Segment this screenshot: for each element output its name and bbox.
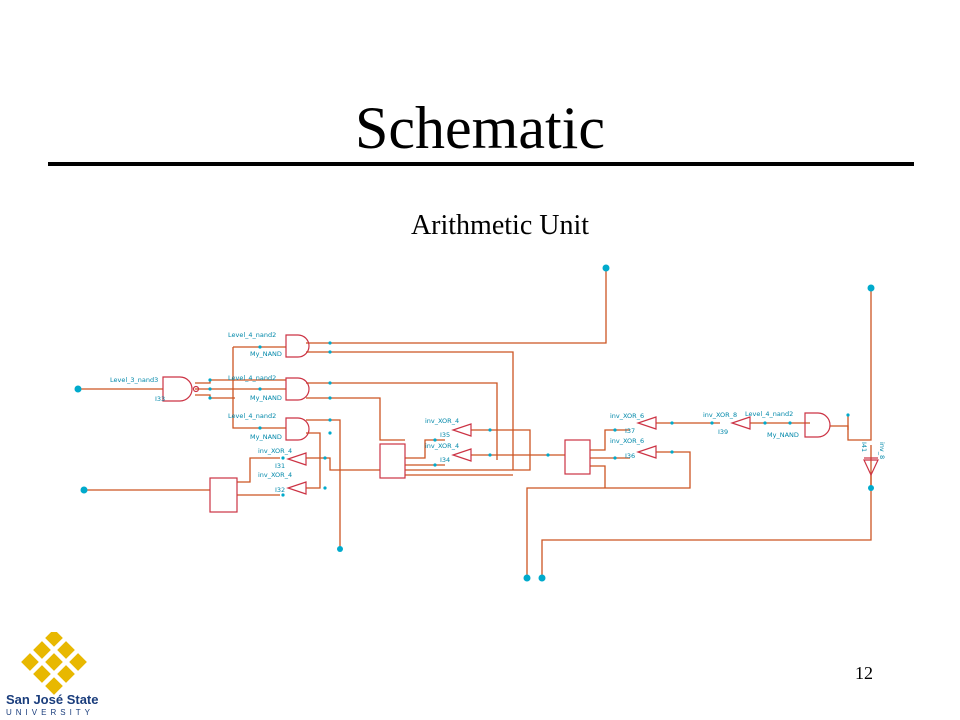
mux-right xyxy=(564,439,591,475)
pin-top-right xyxy=(867,284,875,292)
pin-bottom-a xyxy=(337,546,343,552)
nand2-gate-a xyxy=(285,334,310,358)
nand2-gate-c xyxy=(285,417,310,441)
inverter-i39 xyxy=(730,416,751,430)
inverter-i37 xyxy=(636,416,657,430)
label-inv4a: inv_XOR_4 xyxy=(258,447,292,455)
label-inv-v-inst: I41 xyxy=(860,442,868,452)
logo-name: San José State xyxy=(6,692,99,707)
label-nand-r-ref: My_NAND xyxy=(767,431,799,439)
label-l3-inst: I33 xyxy=(155,395,165,403)
slide-subtitle: Arithmetic Unit xyxy=(410,210,590,241)
label-inv4b: inv_XOR_4 xyxy=(258,471,292,479)
label-inv4c-inst: I35 xyxy=(440,431,450,439)
label-inv-v: inv_8 xyxy=(878,442,886,459)
label-nand-b-ref: My_NAND xyxy=(250,394,282,402)
mux-left xyxy=(209,477,238,513)
label-inv4d-inst: I34 xyxy=(440,456,450,464)
title-divider xyxy=(48,162,914,166)
page-number: 12 xyxy=(855,663,873,683)
label-inv4b-inst: I32 xyxy=(275,486,285,494)
pins xyxy=(74,264,875,582)
wires xyxy=(78,270,872,578)
nand3-gate xyxy=(162,376,193,402)
label-nand-a-ref: My_NAND xyxy=(250,350,282,358)
inverter-i32 xyxy=(286,481,307,495)
pin-right-down xyxy=(868,485,874,491)
inverter-i41 xyxy=(863,459,879,477)
label-nand-c-ref: My_NAND xyxy=(250,433,282,441)
label-inv6b-inst: I36 xyxy=(625,452,635,460)
inverter-i35 xyxy=(451,423,472,437)
sjsu-logo-icon xyxy=(18,632,90,698)
label-inv4a-inst: I31 xyxy=(275,462,285,470)
label-nand-c: Level_4_nand2 xyxy=(228,412,276,420)
label-nand-r: Level_4_nand2 xyxy=(745,410,793,418)
pin-left-in2 xyxy=(80,486,88,494)
nand2-gate-b xyxy=(285,377,310,401)
nand2-gate-r xyxy=(804,412,831,438)
pin-bottom-b xyxy=(523,574,531,582)
inverter-i31 xyxy=(286,452,307,466)
pin-top xyxy=(602,264,610,272)
label-inv8: inv_XOR_8 xyxy=(703,411,737,419)
inverter-i34 xyxy=(451,448,472,462)
schematic-diagram: Level_3_nand3 I33 Level_4_nand2 My_NAND … xyxy=(74,264,886,582)
label-l3-nand3: Level_3_nand3 xyxy=(110,376,158,384)
label-inv6a-inst: I37 xyxy=(625,427,635,435)
label-inv6b: inv_XOR_6 xyxy=(610,437,644,445)
label-nand-b: Level_4_nand2 xyxy=(228,374,276,382)
pin-bottom-c xyxy=(538,574,546,582)
label-inv6a: inv_XOR_6 xyxy=(610,412,644,420)
gates xyxy=(162,334,879,513)
label-inv4c: inv_XOR_4 xyxy=(425,417,459,425)
pin-left-in xyxy=(74,385,82,393)
label-nand-a: Level_4_nand2 xyxy=(228,331,276,339)
labels: Level_3_nand3 I33 Level_4_nand2 My_NAND … xyxy=(110,331,886,494)
label-inv4d: inv_XOR_4 xyxy=(425,442,459,450)
mux-middle xyxy=(379,443,406,479)
inverter-i36 xyxy=(636,445,657,459)
logo-subname: UNIVERSITY xyxy=(6,708,95,717)
label-inv8-inst: I39 xyxy=(718,428,728,436)
slide-title: Schematic xyxy=(355,95,605,161)
